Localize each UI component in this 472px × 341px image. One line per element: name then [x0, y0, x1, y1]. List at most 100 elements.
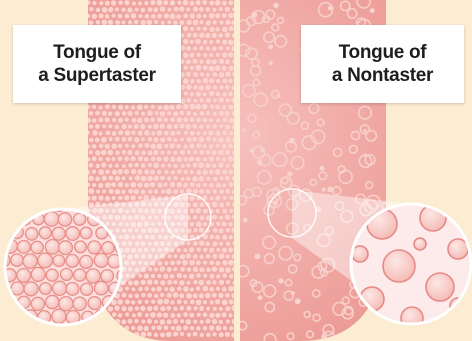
papilla	[226, 280, 230, 284]
papilla	[220, 21, 224, 25]
papilla	[226, 228, 231, 233]
papilla	[114, 332, 119, 337]
papilla	[210, 235, 215, 240]
papilla	[122, 293, 127, 298]
papilla	[203, 209, 208, 214]
papilla	[125, 130, 131, 136]
papilla	[141, 163, 146, 168]
papilla	[173, 164, 177, 168]
papilla	[187, 150, 191, 154]
papilla	[208, 130, 213, 135]
papilla	[206, 46, 210, 50]
papilla	[154, 137, 159, 142]
papilla	[115, 111, 120, 116]
papilla	[131, 13, 137, 19]
papilla	[167, 319, 172, 324]
papilla	[163, 105, 169, 111]
papilla	[180, 306, 185, 311]
papilla	[199, 150, 204, 155]
papilla	[176, 131, 180, 135]
papilla	[192, 176, 198, 182]
papilla	[122, 124, 127, 129]
papilla	[218, 162, 223, 167]
papilla	[147, 332, 152, 337]
papilla	[219, 7, 223, 11]
papilla	[196, 183, 201, 188]
papilla	[197, 313, 201, 317]
papilla	[135, 294, 140, 299]
papilla	[206, 163, 211, 168]
papilla	[171, 326, 175, 330]
papilla	[183, 53, 189, 59]
papilla	[225, 332, 230, 337]
papilla	[144, 169, 149, 174]
papilla	[179, 280, 184, 285]
papilla	[112, 131, 117, 136]
papilla	[222, 26, 228, 32]
papilla	[106, 326, 110, 330]
papilla	[206, 307, 210, 311]
papilla	[186, 59, 191, 64]
papilla	[225, 85, 230, 90]
papilla	[164, 325, 169, 330]
papilla	[186, 111, 191, 116]
papilla	[222, 105, 226, 109]
papilla	[173, 138, 177, 142]
papilla	[228, 286, 234, 292]
papilla	[171, 170, 175, 174]
papilla	[212, 319, 217, 324]
papilla	[193, 85, 198, 90]
papilla	[364, 153, 367, 156]
papilla	[193, 320, 197, 324]
papilla	[193, 46, 197, 50]
papilla	[196, 260, 201, 265]
papilla	[167, 137, 172, 142]
papilla	[173, 254, 177, 258]
papilla	[225, 293, 230, 298]
papilla	[228, 105, 233, 110]
papilla	[115, 7, 119, 11]
papilla	[161, 190, 165, 194]
papilla	[215, 313, 220, 318]
papilla	[193, 150, 197, 154]
papilla	[205, 85, 210, 90]
papilla	[160, 280, 165, 285]
papilla	[95, 111, 100, 116]
papilla	[164, 299, 170, 305]
papilla	[229, 209, 233, 213]
papilla	[157, 117, 162, 122]
papilla	[105, 117, 110, 122]
magnified-papilla	[0, 198, 9, 211]
papilla	[147, 279, 153, 285]
papilla	[197, 79, 201, 83]
papilla	[173, 319, 178, 324]
papilla	[160, 266, 166, 272]
magnified-papilla	[86, 269, 100, 283]
papilla	[118, 144, 122, 148]
papilla	[151, 287, 155, 291]
papilla	[105, 312, 110, 317]
magnified-papilla	[44, 212, 59, 227]
papilla	[181, 177, 185, 181]
papilla	[176, 260, 181, 265]
magnified-papilla	[88, 297, 101, 310]
papilla	[273, 3, 278, 8]
magnified-papilla	[61, 268, 73, 280]
papilla	[228, 222, 233, 227]
papilla	[177, 157, 182, 162]
papilla	[170, 157, 175, 162]
papilla	[222, 209, 227, 214]
papilla	[125, 0, 130, 5]
papilla	[99, 144, 104, 149]
center-divider	[234, 0, 240, 341]
papilla	[164, 287, 168, 291]
magnified-papilla	[426, 273, 454, 301]
papilla	[185, 124, 191, 130]
papilla	[183, 157, 188, 162]
papilla	[200, 72, 204, 76]
papilla	[219, 228, 224, 233]
papilla	[203, 183, 207, 187]
papilla	[219, 97, 224, 102]
papilla	[135, 306, 139, 310]
papilla	[219, 203, 224, 208]
